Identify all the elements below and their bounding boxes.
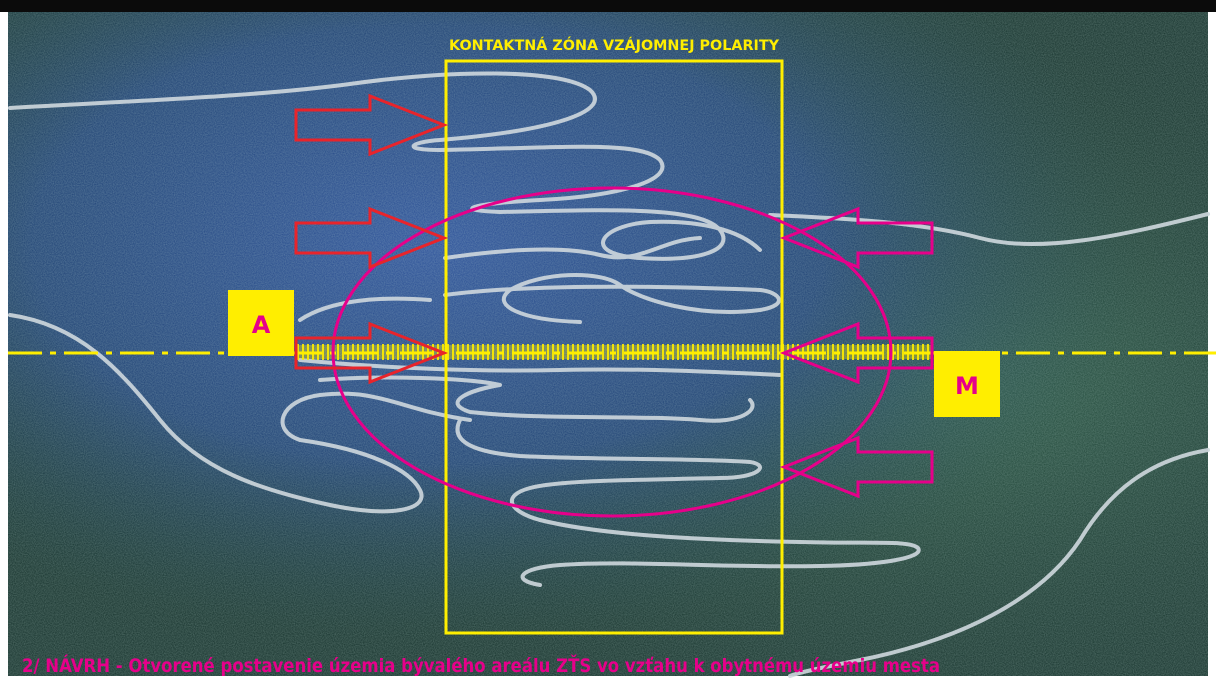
caption: 2/ NÁVRH - Otvorené postavenie územia bý…	[22, 653, 940, 677]
marker-m: M	[934, 351, 1000, 417]
axis-hatched-bar	[297, 345, 932, 359]
marker-a: A	[228, 290, 294, 356]
marker-a-label: A	[252, 311, 271, 339]
zone-title: KONTAKTNÁ ZÓNA VZÁJOMNEJ POLARITY	[449, 36, 780, 54]
marker-m-label: M	[955, 372, 979, 400]
